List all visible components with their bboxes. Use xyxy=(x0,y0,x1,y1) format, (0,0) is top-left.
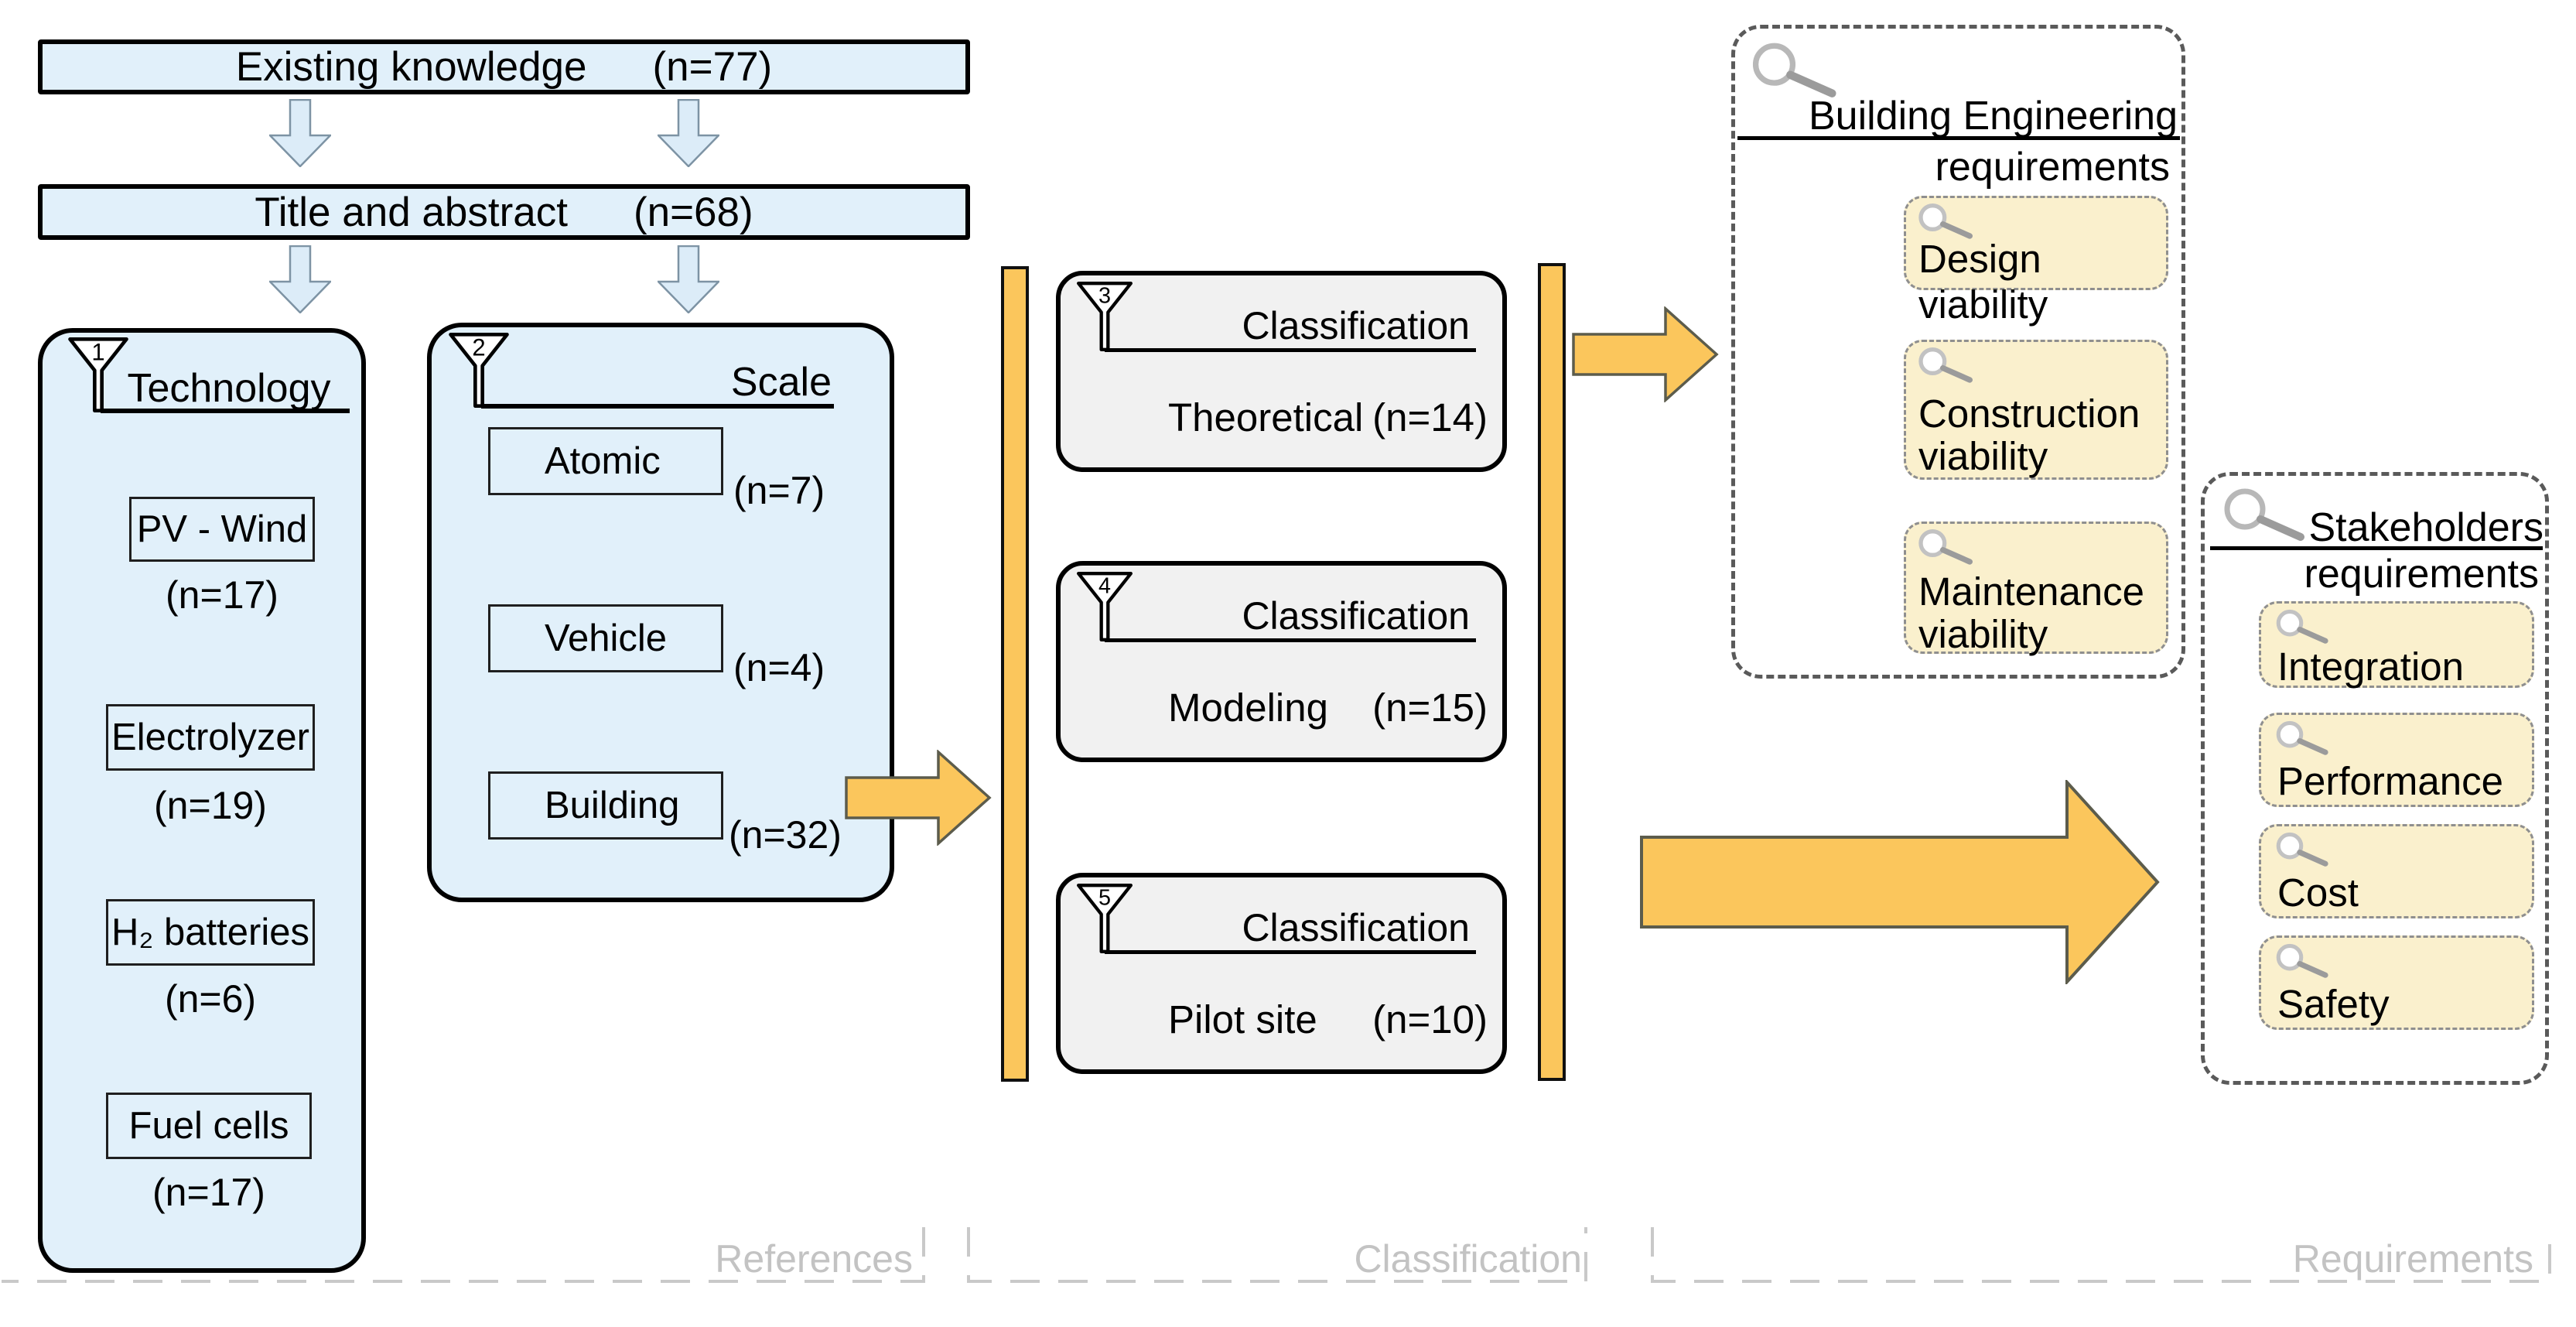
scale-item-count: (n=32) xyxy=(729,813,842,857)
filter-number: 3 xyxy=(1098,283,1111,308)
classification-row: Theoretical (n=14) xyxy=(1168,395,1488,440)
tech-item-count: (n=17) xyxy=(152,1171,265,1214)
stakeholders-underline xyxy=(2210,546,2543,550)
classification-card xyxy=(1056,561,1507,762)
classification-label: Theoretical xyxy=(1168,395,1364,439)
scale-item-label: Vehicle xyxy=(545,617,668,659)
tech-item-count: (n=17) xyxy=(166,573,278,617)
title-abstract-label: Title and abstract xyxy=(255,189,568,235)
classification-card xyxy=(1056,873,1507,1074)
classification-count: (n=10) xyxy=(1372,997,1488,1041)
classification-underline xyxy=(1105,348,1476,352)
tech-item-count: (n=6) xyxy=(164,977,257,1021)
region-label-classification: Classification xyxy=(1354,1237,1582,1281)
classification-count: (n=15) xyxy=(1372,686,1488,730)
filter-number: 4 xyxy=(1098,573,1111,598)
requirement-item xyxy=(2259,935,2534,1030)
scale-item-label: Building xyxy=(545,785,680,826)
scale-item-box: Building xyxy=(488,771,723,840)
magnifier-icon xyxy=(1918,347,1973,383)
down-arrow-icon xyxy=(658,99,719,167)
requirement-item-label: Design viability xyxy=(1918,237,2048,327)
requirement-item xyxy=(1904,340,2168,480)
classification-underline xyxy=(1105,638,1476,642)
tech-item-count: (n=19) xyxy=(154,784,267,827)
tech-item-box: PV - Wind xyxy=(129,497,315,562)
scale-title-underline xyxy=(481,404,834,409)
down-arrow-icon xyxy=(269,99,331,167)
requirement-item-label: viability xyxy=(1918,612,2048,656)
tech-item-label: H₂ batteries xyxy=(111,911,309,953)
magnifier-icon xyxy=(1752,43,1836,97)
scale-item-count: (n=4) xyxy=(733,646,825,689)
title-abstract-count: (n=68) xyxy=(633,189,753,235)
collector-bar-left xyxy=(1001,266,1029,1082)
requirement-item-label: viability xyxy=(1918,434,2048,478)
stakeholders-title: Stakeholders xyxy=(2308,505,2544,550)
magnifier-icon xyxy=(2276,832,2328,867)
requirement-item-label: Performance xyxy=(2277,759,2503,803)
stakeholders-subtitle: requirements xyxy=(2304,552,2539,597)
requirement-item xyxy=(1904,196,2168,290)
classification-title: Classification xyxy=(1242,304,1470,347)
scale-title: Scale xyxy=(730,360,832,405)
building-requirements-subtitle: requirements xyxy=(1935,145,2170,190)
classification-underline xyxy=(1105,950,1476,954)
classification-label: Pilot site xyxy=(1168,997,1317,1041)
tech-item-box: Fuel cells xyxy=(106,1093,312,1159)
tech-item-label: PV - Wind xyxy=(136,508,308,550)
tech-item-box: Electrolyzer xyxy=(106,704,315,771)
region-label-requirements: Requirements xyxy=(2292,1237,2533,1281)
existing-knowledge-count: (n=77) xyxy=(652,44,773,90)
technology-title-underline xyxy=(101,409,350,413)
requirement-item-label: Cost xyxy=(2277,870,2359,915)
scale-item-box: Atomic xyxy=(488,427,723,495)
existing-knowledge-box: Existing knowledge (n=77) xyxy=(38,39,970,94)
classification-title: Classification xyxy=(1242,906,1470,949)
requirement-item-label: Construction xyxy=(1918,392,2140,436)
magnifier-icon xyxy=(2276,720,2328,755)
technology-title: Technology xyxy=(127,366,331,411)
tech-item-box: H₂ batteries xyxy=(106,899,315,966)
filter-number: 1 xyxy=(91,338,104,365)
requirement-item xyxy=(2259,824,2534,918)
classification-row: Modeling (n=15) xyxy=(1168,685,1488,730)
classification-row: Pilot site (n=10) xyxy=(1168,997,1488,1042)
title-abstract-box: Title and abstract (n=68) xyxy=(38,184,970,240)
classification-count: (n=14) xyxy=(1372,395,1488,439)
tech-item-label: Fuel cells xyxy=(128,1105,289,1147)
requirement-item-label: Maintenance xyxy=(1918,569,2145,614)
scale-item-label: Atomic xyxy=(545,440,661,482)
right-arrow-icon xyxy=(1572,306,1719,402)
requirement-item xyxy=(1904,522,2168,654)
magnifier-icon xyxy=(1918,203,1973,239)
down-arrow-icon xyxy=(658,245,719,313)
right-arrow-icon xyxy=(1640,780,2160,984)
down-arrow-icon xyxy=(269,245,331,313)
region-dividers xyxy=(2,1227,2551,1283)
magnifier-icon xyxy=(1918,529,1973,565)
scale-item-box: Vehicle xyxy=(488,604,723,672)
funnel-icon: 3 xyxy=(1077,282,1133,351)
requirement-item-label: Safety xyxy=(2277,982,2390,1026)
region-label-references: References xyxy=(715,1237,913,1281)
building-requirements-underline xyxy=(1737,136,2180,140)
filter-number: 2 xyxy=(472,333,485,361)
classification-title: Classification xyxy=(1242,594,1470,638)
requirement-item xyxy=(2259,713,2534,807)
scale-item-count: (n=7) xyxy=(733,469,825,512)
building-requirements-title: Building Engineering xyxy=(1808,94,2178,139)
collector-bar-right xyxy=(1538,263,1566,1081)
classification-card xyxy=(1056,271,1507,472)
magnifier-icon xyxy=(2276,609,2328,644)
requirement-item-label: Integration xyxy=(2277,645,2465,689)
classification-label: Modeling xyxy=(1168,686,1328,730)
magnifier-icon xyxy=(2276,943,2328,978)
existing-knowledge-label: Existing knowledge xyxy=(235,44,587,90)
right-arrow-icon xyxy=(845,750,992,846)
filter-number: 5 xyxy=(1098,885,1111,910)
tech-item-label: Electrolyzer xyxy=(111,717,309,758)
requirement-item xyxy=(2259,601,2534,688)
magnifier-icon xyxy=(2224,488,2304,541)
